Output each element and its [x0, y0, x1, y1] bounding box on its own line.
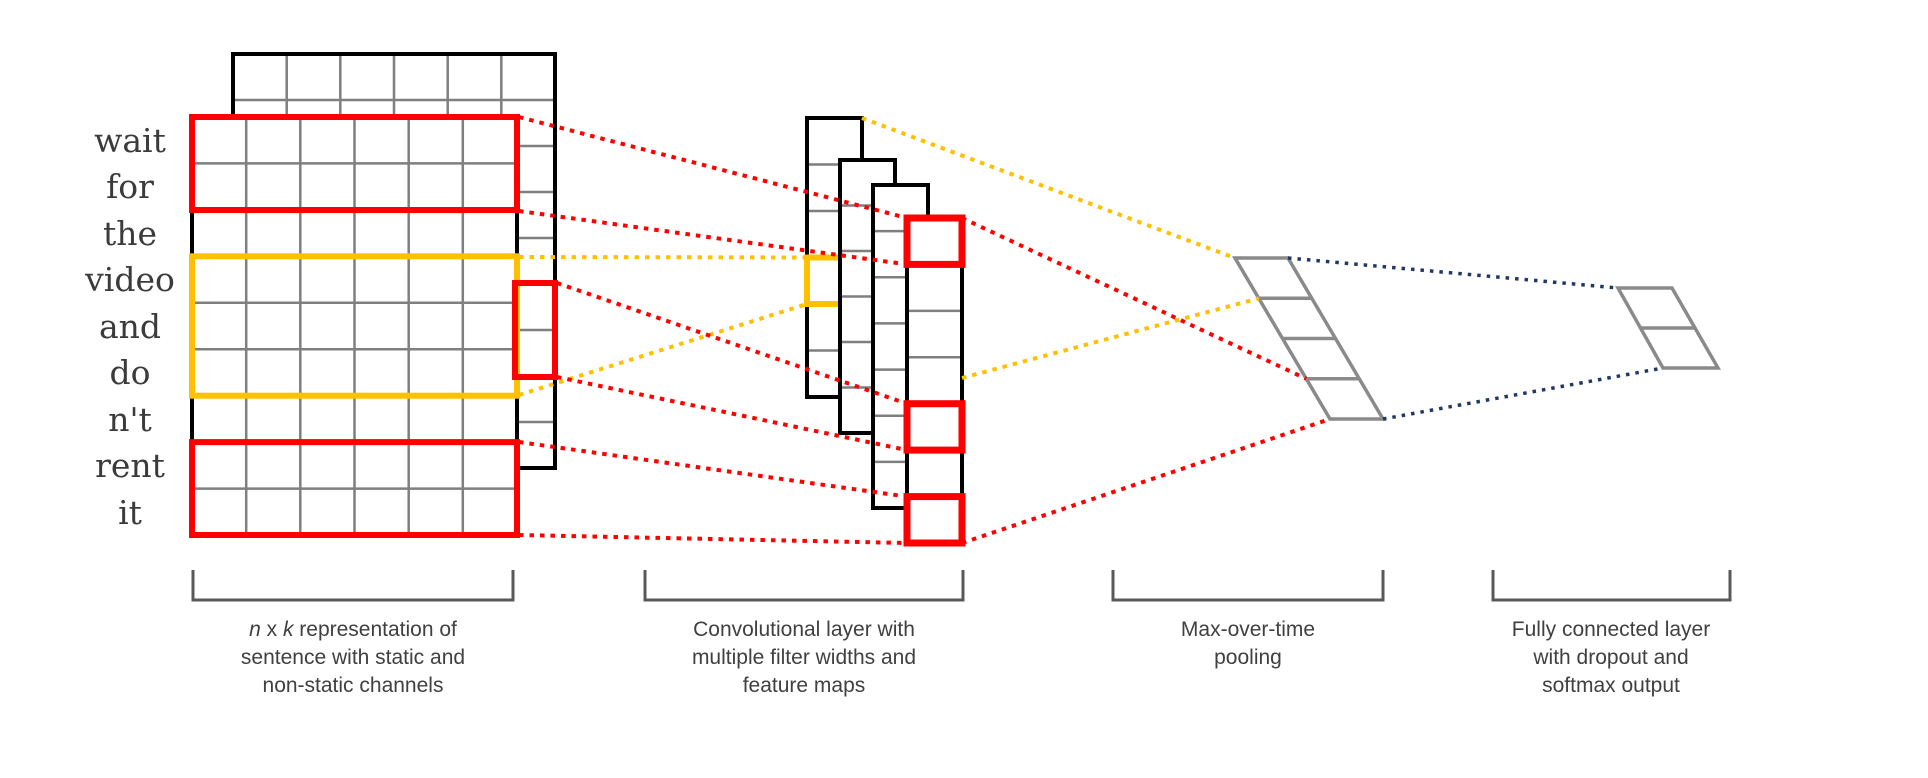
feature-map-4	[903, 214, 966, 547]
sentence-word: rent	[95, 446, 165, 486]
feature-map-1-fill	[807, 118, 862, 397]
sentence-word: for	[106, 167, 154, 207]
feature-map-4-fill	[907, 218, 962, 543]
yellow-connection-window-bottom	[518, 302, 808, 397]
feature-map-2	[838, 158, 897, 435]
feature-map-3-cells	[873, 229, 928, 464]
red-feature-cell-2	[903, 400, 966, 454]
sentence-word: the	[102, 213, 158, 253]
stage-brackets	[191, 570, 1732, 602]
feature-map-2-border	[838, 158, 897, 435]
feature-map-3-fill	[873, 185, 928, 508]
channel-1-border	[190, 115, 519, 537]
softmax-output-vector	[1615, 286, 1722, 370]
red-connection-3	[556, 281, 908, 406]
sentence-matrix-channel-1	[190, 115, 519, 537]
max-pooling-outline	[1231, 256, 1387, 421]
yellow-connection-pool-top	[861, 116, 1236, 260]
fully-connected-connections	[1287, 256, 1664, 421]
bracket-pooling	[1111, 570, 1385, 602]
softmax-output-outline	[1615, 286, 1722, 370]
red-connection-5	[518, 440, 908, 499]
sentence-word: it	[118, 492, 142, 532]
yellow-connection-pool-bottom	[961, 296, 1260, 380]
sentence-matrix-channel-2	[231, 52, 557, 470]
red-filter-window-top	[189, 114, 520, 213]
bracket-convolution	[643, 570, 965, 602]
red-connection-1	[518, 115, 908, 220]
caption-fully-connected: Fully connected layer with dropout and s…	[1431, 616, 1791, 700]
yellow-filter-connections	[518, 116, 1260, 397]
red-filter-connections	[518, 115, 1331, 545]
red-connection-2	[518, 209, 908, 267]
max-pooling-vector	[1231, 256, 1387, 421]
sentence-word: video	[85, 260, 175, 300]
caption-var-k: k	[282, 618, 294, 641]
feature-map-3-border	[871, 183, 930, 510]
red-connection-pool-bottom	[961, 417, 1331, 545]
caption-text: representation of	[293, 618, 457, 641]
red-filter-window-bottom	[189, 439, 520, 539]
red-filter-window-channel2	[512, 280, 558, 380]
feature-map-1	[804, 116, 865, 399]
red-connection-6	[518, 533, 908, 545]
caption-pooling: Max-over-time pooling	[1068, 616, 1428, 672]
navy-connection-bottom	[1382, 366, 1664, 421]
caption-line: pooling	[1214, 646, 1282, 669]
caption-line: sentence with static and	[240, 646, 466, 669]
feature-map-1-cells	[807, 163, 862, 352]
feature-map-3	[871, 183, 930, 510]
channel-2-border	[231, 52, 557, 470]
caption-line: non-static channels	[262, 674, 444, 697]
feature-map-2-fill	[840, 160, 895, 433]
feature-map-4-border	[905, 216, 964, 545]
caption-times: x	[260, 618, 283, 641]
red-connection-pool-top	[961, 216, 1308, 381]
caption-var-n: n	[249, 618, 261, 641]
caption-line: Convolutional layer with	[693, 618, 915, 641]
caption-line: Max-over-time	[1180, 618, 1316, 641]
sentence-word: n't	[108, 399, 152, 439]
caption-line: multiple filter widths and	[691, 646, 917, 669]
caption-line: with dropout and	[1533, 646, 1689, 669]
channel-1-fill	[192, 117, 517, 535]
sentence-word: and	[98, 306, 162, 346]
feature-map-2-cells	[840, 204, 895, 389]
bracket-representation	[191, 570, 515, 602]
caption-representation: n x k representation of sentence with st…	[173, 616, 533, 700]
sentence-word: wait	[94, 121, 166, 160]
bracket-fully-connected	[1491, 570, 1732, 602]
red-feature-cell-1	[903, 214, 966, 268]
red-feature-cell-3	[903, 493, 966, 547]
feature-map-1-border	[805, 116, 864, 399]
caption-line: Fully connected layer	[1511, 618, 1711, 641]
channel-1-gridlines	[192, 117, 517, 535]
caption-line: feature maps	[742, 674, 866, 697]
channel-2-fill	[233, 54, 555, 468]
navy-connection-top	[1287, 256, 1619, 290]
feature-map-4-cells	[907, 263, 962, 498]
caption-line: softmax output	[1542, 674, 1680, 697]
red-connection-4	[556, 375, 908, 453]
caption-line: n x k representation of	[173, 616, 533, 644]
yellow-filter-window	[189, 253, 520, 399]
max-pooling-cells	[1258, 296, 1360, 381]
sentence-word: do	[109, 353, 151, 393]
yellow-feature-cell	[804, 254, 865, 307]
yellow-connection-window-top	[518, 255, 808, 260]
caption-convolution: Convolutional layer with multiple filter…	[624, 616, 984, 700]
channel-2-gridlines	[233, 54, 555, 468]
